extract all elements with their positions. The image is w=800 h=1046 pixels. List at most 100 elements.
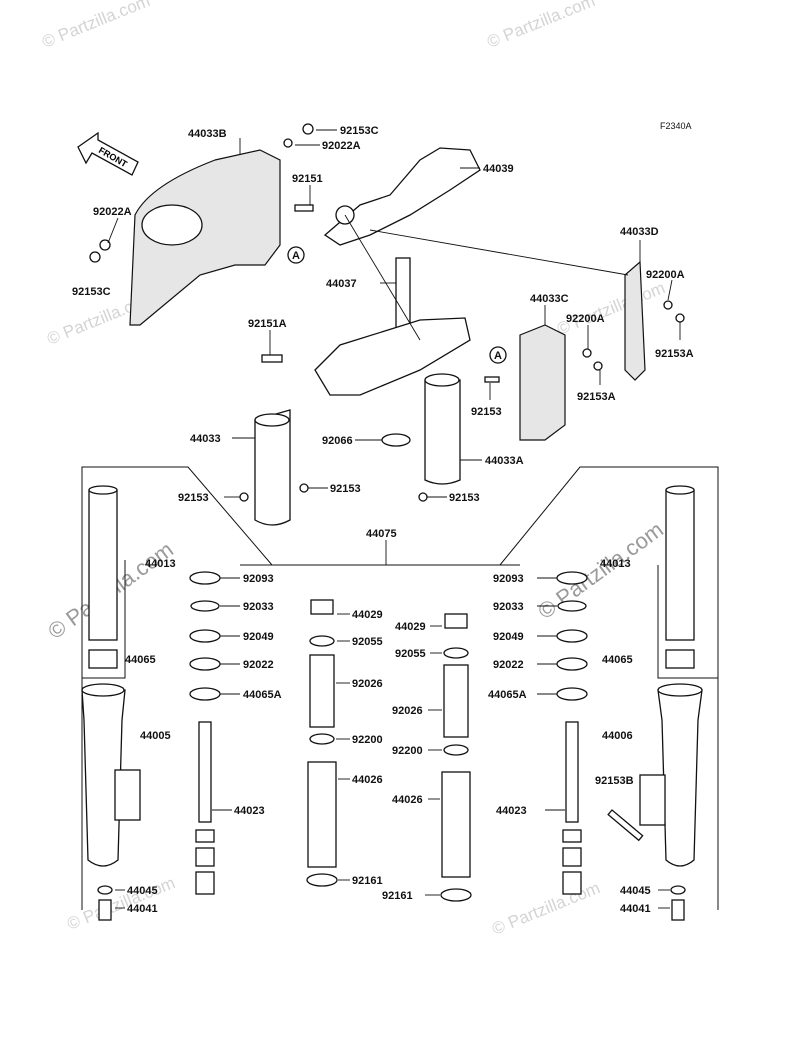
- fork-cover-left-part: [254, 409, 291, 526]
- part-label: 92066: [322, 435, 353, 447]
- fork-cover-right-top: [424, 373, 460, 387]
- washer-44045-left: [97, 885, 113, 895]
- washer-44045-right: [670, 885, 686, 895]
- part-label: 44023: [496, 805, 527, 817]
- damper-base: [195, 871, 215, 895]
- side-cover-c-part: [519, 324, 566, 441]
- seal-92093-left: [189, 571, 221, 585]
- bushing-44065A-left: [189, 687, 221, 701]
- nut-92066-part: [381, 433, 411, 447]
- watermark: © Partzilla.com: [489, 878, 602, 939]
- part-label: 44023: [234, 805, 265, 817]
- part-label: 92151: [292, 173, 323, 185]
- part-label: 44041: [620, 903, 651, 915]
- part-label: 92151A: [248, 318, 287, 330]
- washer-icon: [302, 123, 314, 135]
- part-label: 92049: [243, 631, 274, 643]
- top-bracket-part: [323, 147, 481, 246]
- part-label: 44033A: [485, 455, 524, 467]
- damper-spring: [562, 847, 582, 867]
- washer-icon: [593, 361, 603, 371]
- damper-rod-44023-left: [198, 721, 212, 823]
- washer-icon: [89, 251, 101, 263]
- part-label: 44033C: [530, 293, 569, 305]
- washer-92049-left: [189, 629, 221, 643]
- watermark: © Partzilla.com: [554, 278, 667, 339]
- part-label: 44026: [352, 774, 383, 786]
- part-label: 92022: [243, 659, 274, 671]
- spring-44026-left: [307, 761, 337, 868]
- spacer-92026-right: [443, 664, 469, 738]
- bushing-44065-right-part: [665, 649, 695, 669]
- bolt-icon: [261, 354, 283, 363]
- damper-part: [195, 829, 215, 843]
- part-label: 92055: [395, 648, 426, 660]
- spring-44026-right: [441, 771, 471, 878]
- damper-base: [562, 871, 582, 895]
- part-label: 44029: [352, 609, 383, 621]
- watermark: © Partzilla.com: [64, 873, 177, 934]
- part-label: 44065A: [243, 689, 282, 701]
- part-label: 92200A: [646, 269, 685, 281]
- part-label: 92153A: [655, 348, 694, 360]
- part-label: 44013: [145, 558, 176, 570]
- washer-icon: [283, 138, 293, 148]
- cap-44029-left: [310, 599, 334, 615]
- upper-cover-part: [129, 149, 281, 326]
- part-label: 44065A: [488, 689, 527, 701]
- part-label: 92022A: [93, 206, 132, 218]
- part-label: 44033: [190, 433, 221, 445]
- part-label: 44026: [392, 794, 423, 806]
- reference-marker-a: [287, 246, 305, 264]
- reference-marker-a: [489, 346, 507, 364]
- fork-cover-right-part: [424, 379, 461, 485]
- damper-spring: [195, 847, 215, 867]
- bolt-44041-left: [98, 899, 112, 921]
- fork-cover-left-top: [254, 413, 290, 427]
- clip-92033-right: [557, 600, 587, 612]
- washer-92049-right: [556, 629, 588, 643]
- part-label: 92200A: [566, 313, 605, 325]
- part-label: 44045: [620, 885, 651, 897]
- inner-tube-left-top: [88, 485, 118, 495]
- part-label: 92200: [352, 734, 383, 746]
- part-label: 92200: [392, 745, 423, 757]
- oring-92055-right: [443, 647, 469, 659]
- inner-tube-left-part: [88, 489, 118, 641]
- bolt-icon: [294, 204, 314, 212]
- reference-marker-label: A: [292, 250, 300, 262]
- washer-icon: [299, 483, 309, 493]
- part-label: 44045: [127, 885, 158, 897]
- watermark: © Partzilla.com: [39, 0, 152, 52]
- part-label: 92055: [352, 636, 383, 648]
- diagram-code: F2340A: [660, 121, 692, 131]
- right-fork: [556, 485, 703, 921]
- part-label: 92033: [243, 601, 274, 613]
- part-label: 92153C: [340, 125, 379, 137]
- seat-92161-left: [306, 873, 338, 887]
- washer-icon: [663, 300, 673, 310]
- outer-tube-44006-part: [657, 689, 703, 867]
- part-label: 92153: [178, 492, 209, 504]
- center-springs: [306, 599, 472, 902]
- watermark: © Partzilla.com: [533, 517, 668, 624]
- part-label: 92153A: [577, 391, 616, 403]
- side-cover-d-part: [624, 260, 646, 381]
- oring-92055-left: [309, 635, 335, 647]
- part-label: 92026: [352, 678, 383, 690]
- front-arrow-icon: FRONT: [77, 131, 139, 176]
- part-label: 92153B: [595, 775, 634, 787]
- lower-bracket-part: [314, 317, 471, 396]
- damper-rod-44023-right: [565, 721, 579, 823]
- part-label: 92153: [449, 492, 480, 504]
- washer-icon: [582, 348, 592, 358]
- bushing-44065A-right: [556, 687, 588, 701]
- spacer-92026-left: [309, 654, 335, 728]
- damper-part: [562, 829, 582, 843]
- part-label: 92033: [493, 601, 524, 613]
- part-label: 92093: [493, 573, 524, 585]
- inner-tube-right-part: [665, 489, 695, 641]
- part-label: 92161: [352, 875, 383, 887]
- part-label: 92153: [330, 483, 361, 495]
